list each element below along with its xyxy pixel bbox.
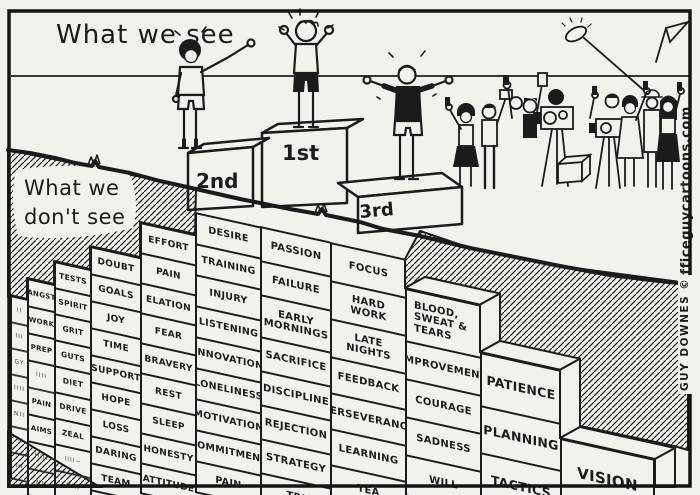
wall-column-2: ANGST WORK PREP IIII PAIN AIMS HIII NII	[27, 278, 54, 495]
wall-column-7: PASSION FAILURE EARLY MORNINGS SACRIFICE…	[260, 226, 330, 495]
wall-cell: NII	[12, 401, 27, 431]
credit-author: GUY DOWNES ©	[678, 274, 692, 394]
wall-cell: IIII	[29, 361, 54, 394]
title-line-2: don't see	[24, 205, 126, 230]
wall-cell: GY	[12, 349, 27, 379]
wall-column-3: TESTS SPIRIT GRIT GUTS DIET DRIVE ZEAL I…	[54, 261, 90, 495]
wall-column-1: II III GY IIII NII ~I III	[10, 295, 27, 483]
wall-cell: II	[12, 297, 27, 327]
wall-column-8: FOCUS HARD WORK LATE NIGHTS FEEDBACK PER…	[330, 242, 405, 495]
wall-cell: VISION	[562, 440, 653, 495]
wall-column-11: VISION	[560, 438, 655, 495]
credit-website: officeguycartoons.com	[679, 106, 694, 284]
wall-column-10: PATIENCE PLANNING TACTICS	[480, 352, 560, 495]
wall-cell: ~I	[12, 427, 27, 457]
wall-column-6: DESIRE TRAINING INJURY LISTENING INNOVAT…	[195, 212, 260, 495]
wall-cell: IIII	[12, 375, 27, 405]
wall-column-9: BLOOD, SWEAT & TEARS IMPROVEMENT COURAGE…	[405, 288, 480, 495]
wall-cell: NII	[29, 469, 54, 495]
wall-column-5: EFFORT PAIN ELATION FEAR BRAVERY REST SL…	[140, 222, 195, 495]
title-line-1: What we	[24, 176, 120, 200]
wall-cell: III	[12, 323, 27, 353]
wall-column-4: DOUBT GOALS JOY TIME SUPPORT HOPE LOSS D…	[90, 246, 140, 495]
title-what-we-see: What we see	[56, 20, 235, 50]
wall-cell: III	[12, 453, 27, 483]
title-what-we-dont-see: What we don't see	[24, 174, 125, 233]
